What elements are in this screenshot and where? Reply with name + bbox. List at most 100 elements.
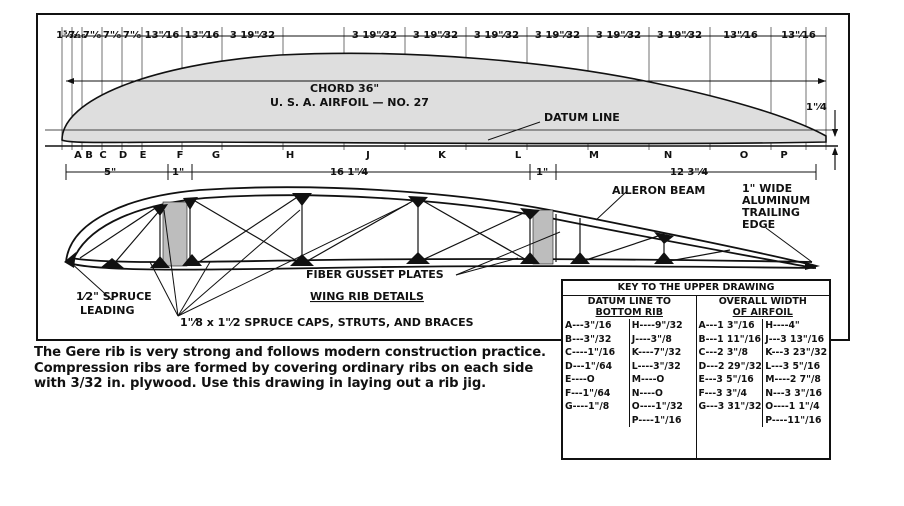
wing-rib-structure <box>65 186 817 271</box>
rib-dim-16: 16 1"⁄4 <box>330 167 368 178</box>
gusset-plates-label: FIBER GUSSET PLATES <box>306 268 444 281</box>
datum-row: E----O <box>565 374 595 385</box>
chord-label: CHORD 36" <box>310 82 379 95</box>
datum-row: P----1"/16 <box>631 414 682 426</box>
datum-row: K----7"/32 <box>631 347 682 358</box>
figure-caption: The Gere rib is very strong and follows … <box>34 345 546 391</box>
top-dimension-label: 13"⁄16 <box>781 30 816 41</box>
top-dimension-label: 3 19"⁄32 <box>657 30 702 41</box>
width-header-line-1: OVERALL WIDTH <box>718 296 807 307</box>
station-label-b: B <box>85 150 93 161</box>
airfoil-label: U. S. A. AIRFOIL — NO. 27 <box>270 96 429 109</box>
station-label-o: O <box>740 150 749 161</box>
rib-hatching <box>162 201 554 267</box>
station-label-n: N <box>664 150 672 161</box>
aileron-beam-label: AILERON BEAM <box>612 184 705 197</box>
rib-dim-1a: 1" <box>172 167 184 178</box>
datum-row: C----1"/16 <box>565 347 616 358</box>
leader-lines <box>69 191 813 317</box>
station-label-l: L <box>515 150 522 161</box>
station-label-j: J <box>365 150 370 161</box>
top-dimension-label: 13"⁄16 <box>723 30 758 41</box>
width-row: P----11"/16 <box>765 414 822 426</box>
width-row: A---1 3"/16 <box>698 320 755 331</box>
width-header: OVERALL WIDTH OF AIRFOIL <box>697 296 830 319</box>
top-dimension-label: 7"⁄₈ <box>83 30 101 41</box>
top-dimension-label: 3 19"⁄32 <box>596 30 641 41</box>
datum-header-line-2: BOTTOM RIB <box>595 306 663 318</box>
top-dimension-label: 3 19"⁄32 <box>535 30 580 41</box>
width-header-line-2: OF AIRFOIL <box>732 306 793 318</box>
rib-dim-12: 12 3"⁄4 <box>670 167 708 178</box>
width-row: O----1 1"/4 <box>765 401 820 412</box>
width-row: B---1 11"/16 <box>698 333 761 345</box>
top-dimension-label: 1⁵⁄₃₂ <box>56 30 78 41</box>
datum-row: H----9"/32 <box>631 320 683 331</box>
station-label-e: E <box>140 150 147 161</box>
width-row: E---3 5"/16 <box>698 374 754 385</box>
width-row: G---3 31"/32 <box>698 401 762 412</box>
station-label-g: G <box>212 150 220 161</box>
datum-row: M----O <box>631 374 665 385</box>
station-label-h: H <box>286 150 294 161</box>
width-row: N---3 3"/16 <box>765 387 822 399</box>
station-label-p: P <box>780 150 787 161</box>
datum-header-line-1: DATUM LINE TO <box>587 296 671 307</box>
datum-row: B---3"/32 <box>565 333 612 345</box>
width-row: D---2 29"/32 <box>698 360 762 372</box>
top-dimension-label: 7"⁄₈ <box>123 30 141 41</box>
width-row: M----2 7"/8 <box>765 374 821 385</box>
trailing-edge-label-3: TRAILING <box>742 206 800 219</box>
top-dimension-label: 7"⁄₈ <box>103 30 121 41</box>
wing-rib-details-title: WING RIB DETAILS <box>310 290 424 303</box>
top-dimension-label: 3 19"⁄32 <box>413 30 458 41</box>
datum-line-label: DATUM LINE <box>544 111 620 124</box>
width-row: F---3 3"/4 <box>698 387 748 399</box>
trailing-edge-label-4: EDGE <box>742 218 775 231</box>
top-dimension-label: 3 19"⁄32 <box>474 30 519 41</box>
datum-row: D---1"/64 <box>565 360 613 372</box>
key-title: KEY TO THE UPPER DRAWING <box>563 281 829 296</box>
top-dimension-label: 7⁄₁₆ <box>68 30 85 41</box>
station-label-c: C <box>99 150 106 161</box>
width-row: L---3 5"/16 <box>765 360 821 372</box>
station-label-d: D <box>119 150 127 161</box>
rib-dim-5: 5" <box>104 167 116 178</box>
leading-label-1: 1⁄2" SPRUCE <box>76 290 152 303</box>
station-label-a: A <box>74 150 82 161</box>
station-label-f: F <box>177 150 184 161</box>
trailing-edge-label-1: 1" WIDE <box>742 182 792 195</box>
trailing-edge-label-2: ALUMINUM <box>742 194 810 207</box>
station-label-m: M <box>589 150 599 161</box>
rib-dim-1b: 1" <box>536 167 548 178</box>
key-table: KEY TO THE UPPER DRAWING DATUM LINE TO B… <box>561 279 831 460</box>
spruce-caps-label: 1"⁄8 x 1"⁄2 SPRUCE CAPS, STRUTS, AND BRA… <box>180 316 474 329</box>
width-row: K---3 23"/32 <box>765 347 828 358</box>
datum-row: A---3"/16 <box>565 320 612 331</box>
width-row: J---3 13"/16 <box>765 333 825 345</box>
datum-row: J----3"/8 <box>631 333 672 345</box>
datum-row: O----1"/32 <box>631 401 683 412</box>
rib-dimension-line <box>65 164 817 180</box>
top-dimension-label: 13"⁄16 <box>145 30 180 41</box>
top-dimension-label: 3 19"⁄32 <box>352 30 397 41</box>
drawing-border <box>36 13 850 341</box>
width-row: H----4" <box>765 320 800 331</box>
top-dimension-label: 13"⁄16 <box>185 30 220 41</box>
leading-label-2: LEADING <box>80 304 135 317</box>
quarter-inch-label: 1"⁄4 <box>806 102 827 113</box>
width-row: C---2 3"/8 <box>698 347 749 358</box>
datum-row: F---1"/64 <box>565 387 611 399</box>
fiber-gusset-plates <box>64 193 820 270</box>
top-dimension-label: 3 19"⁄32 <box>230 30 275 41</box>
datum-row: L----3"/32 <box>631 360 681 372</box>
datum-row: G----1"/8 <box>565 401 610 412</box>
